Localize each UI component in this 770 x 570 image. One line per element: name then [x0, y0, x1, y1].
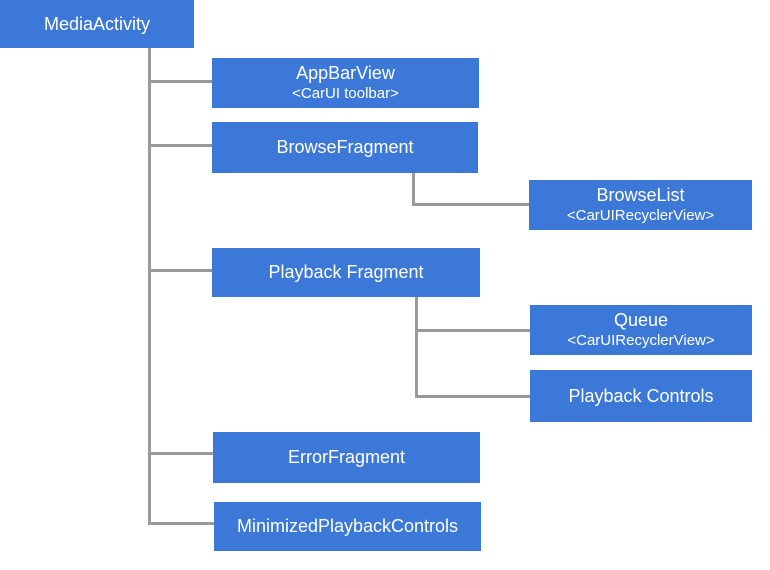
connector-trunk-mediaactivity — [148, 48, 151, 525]
connector-branch-queue — [415, 329, 530, 332]
node-app-bar-view-sublabel: <CarUI toolbar> — [292, 84, 399, 102]
node-minimized-playback-controls-label: MinimizedPlaybackControls — [236, 516, 459, 537]
connector-branch-browselist — [412, 203, 529, 206]
node-minimized-playback-controls: MinimizedPlaybackControls — [214, 502, 481, 551]
node-playback-fragment: Playback Fragment — [212, 248, 480, 297]
node-queue: Queue <CarUIRecyclerView> — [530, 305, 752, 355]
node-browse-list-label: BrowseList — [596, 185, 685, 206]
node-queue-label: Queue — [613, 310, 669, 331]
connector-branch-appbarview — [148, 80, 212, 83]
connector-stem-browsefragment — [412, 173, 415, 206]
connector-branch-playbackfragment — [148, 269, 212, 272]
node-queue-sublabel: <CarUIRecyclerView> — [567, 331, 715, 349]
node-app-bar-view-label: AppBarView — [296, 63, 395, 84]
connector-branch-browsefragment — [148, 144, 212, 147]
node-browse-list: BrowseList <CarUIRecyclerView> — [529, 180, 752, 230]
connector-branch-errorfragment — [148, 452, 213, 455]
connector-stem-playbackfragment — [415, 297, 418, 398]
connector-branch-minimizedplaybackcontrols — [148, 522, 214, 525]
node-media-activity-label: MediaActivity — [43, 13, 151, 34]
node-browse-fragment-label: BrowseFragment — [276, 137, 414, 158]
connector-branch-playbackcontrols — [415, 395, 530, 398]
node-error-fragment-label: ErrorFragment — [287, 447, 406, 468]
node-app-bar-view: AppBarView <CarUI toolbar> — [212, 58, 479, 108]
node-playback-controls-label: Playback Controls — [568, 385, 714, 406]
node-browse-fragment: BrowseFragment — [212, 122, 478, 173]
node-playback-fragment-label: Playback Fragment — [268, 262, 424, 283]
node-error-fragment: ErrorFragment — [213, 432, 480, 483]
node-media-activity: MediaActivity — [0, 0, 194, 48]
node-playback-controls: Playback Controls — [530, 370, 752, 422]
node-browse-list-sublabel: <CarUIRecyclerView> — [566, 206, 715, 224]
